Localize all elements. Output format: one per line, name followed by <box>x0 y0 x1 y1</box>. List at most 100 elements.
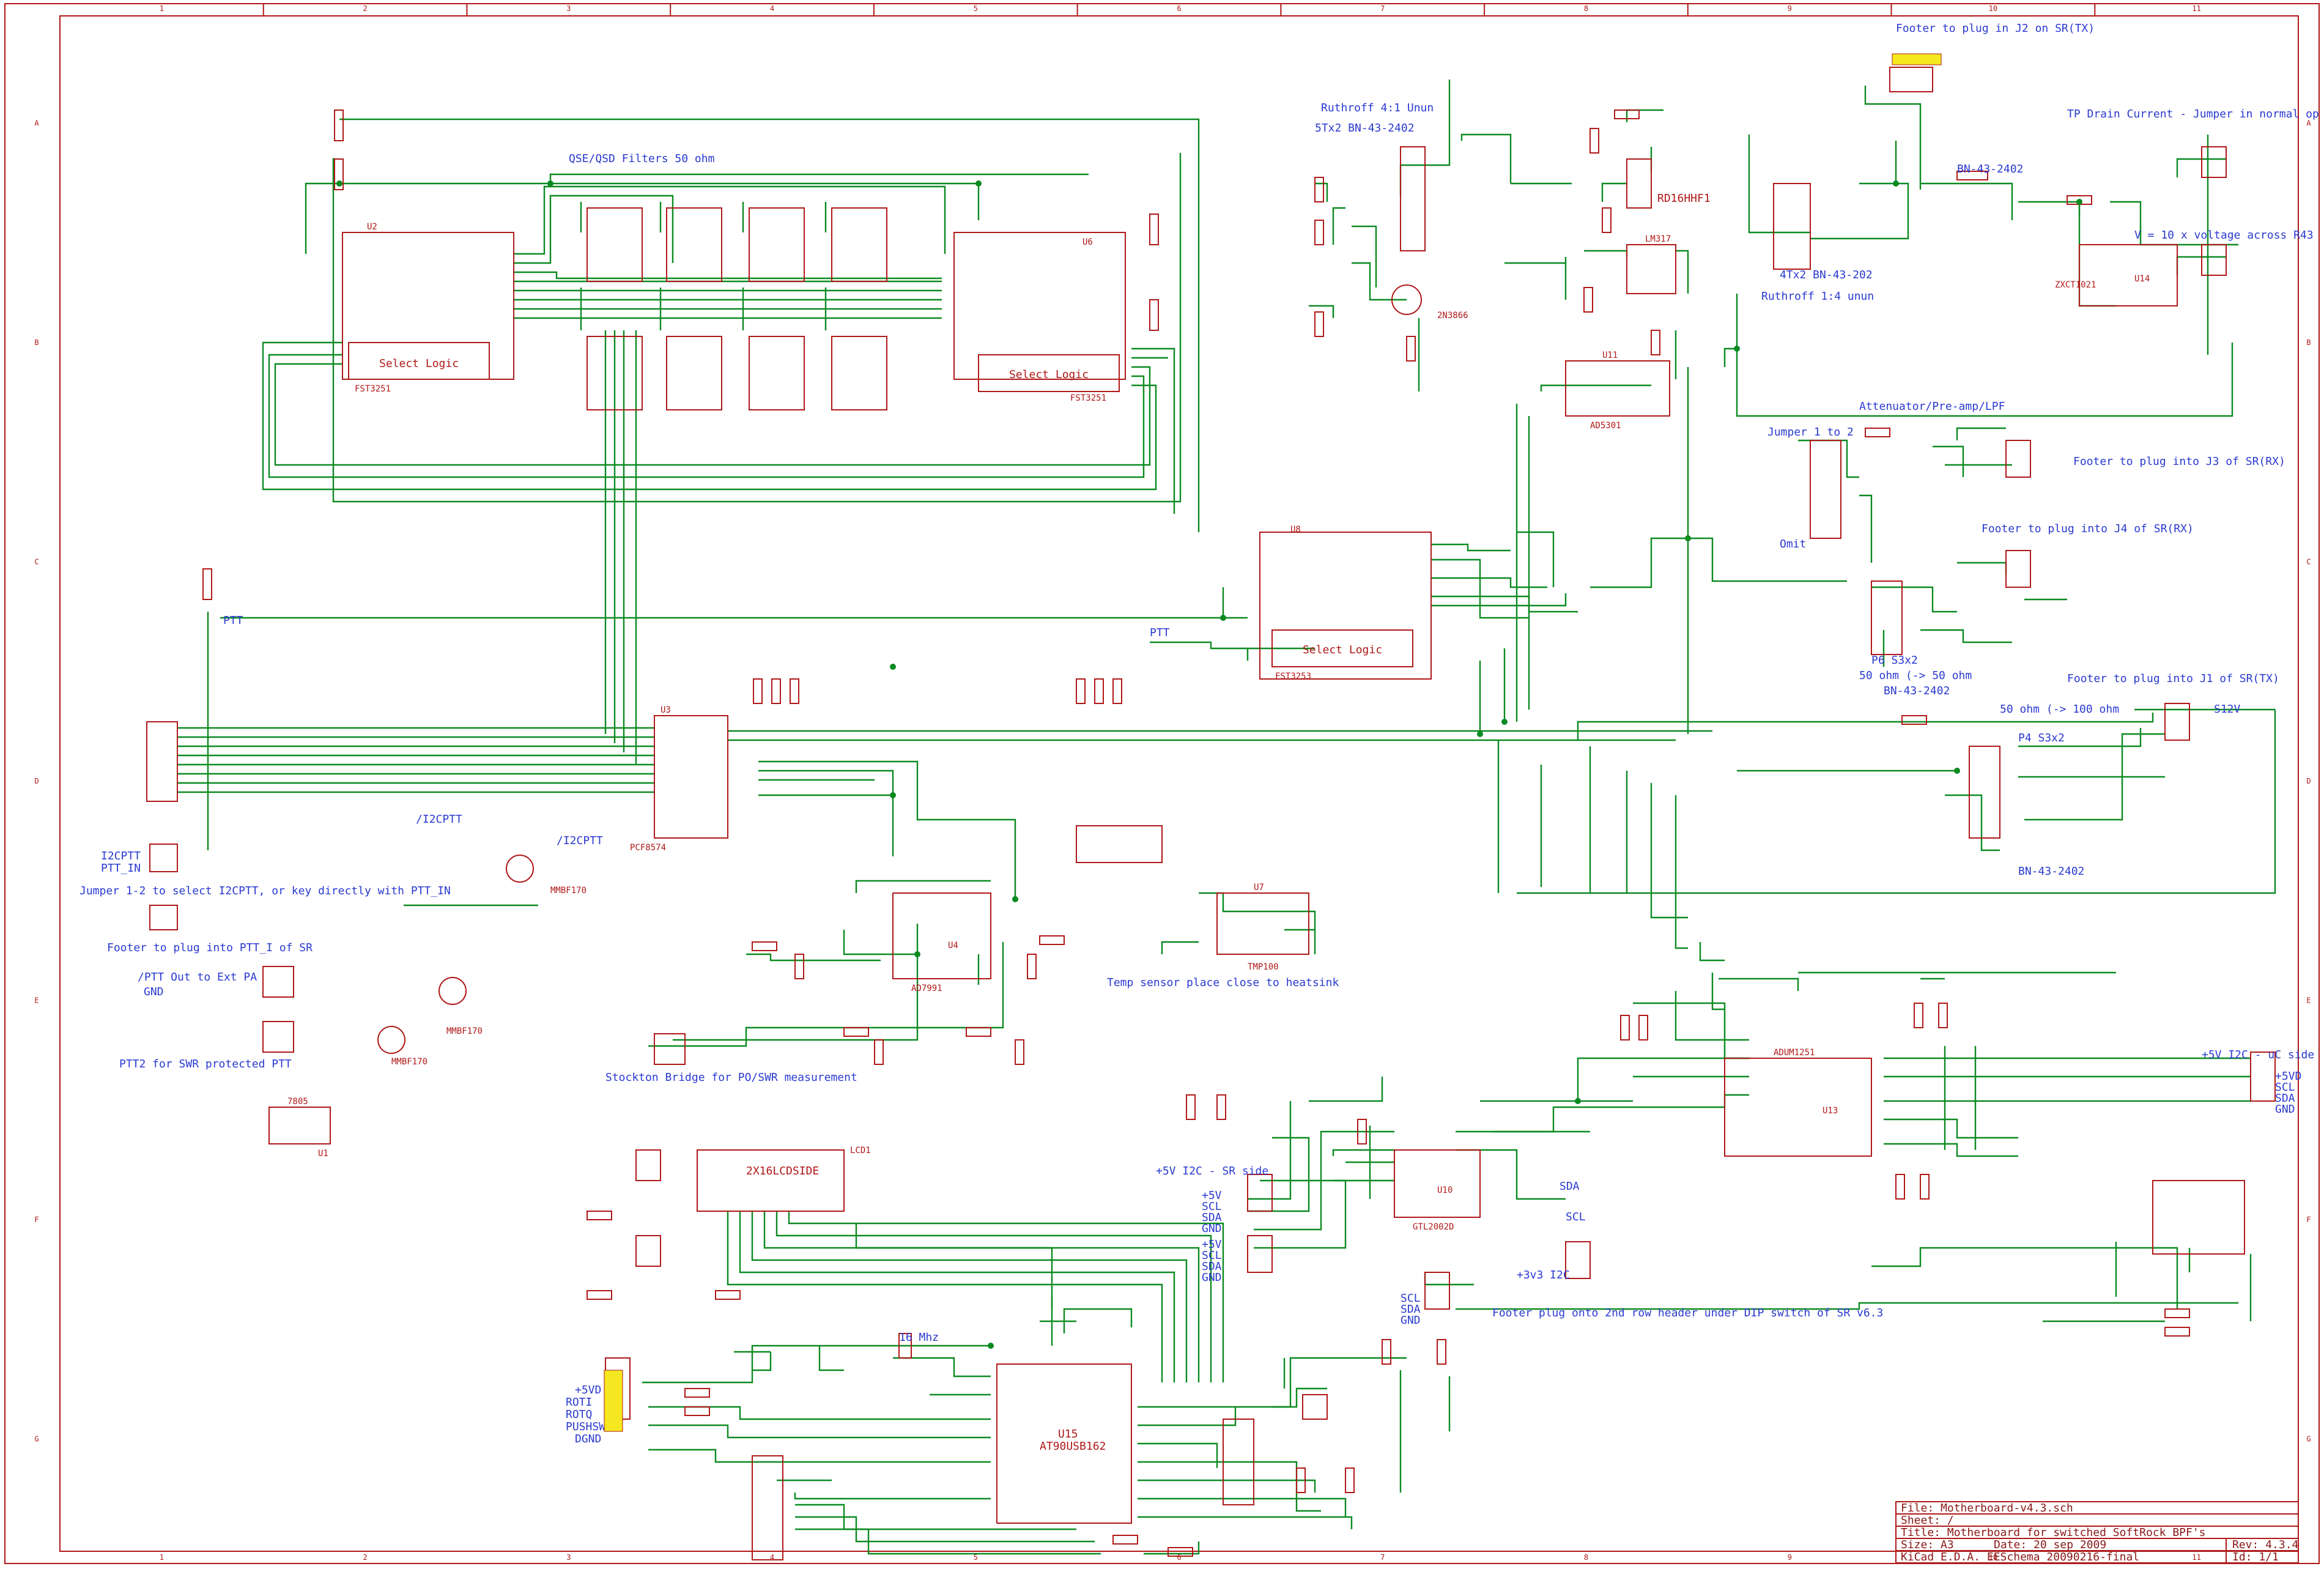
u3-name: PCF8574 <box>630 843 666 853</box>
wires <box>177 80 2276 1555</box>
parts <box>146 67 2276 1560</box>
grid-row-label: G <box>34 1435 39 1444</box>
grid-row-label: G <box>2306 1435 2311 1444</box>
u12-name: LM317 <box>1645 234 1671 244</box>
grid-col-label: 4 <box>770 4 774 13</box>
i2c-uc-pin-0: +5VD <box>2275 1070 2301 1083</box>
grid-row-label: C <box>2306 557 2311 566</box>
inner-frame <box>59 15 2299 1552</box>
note-jumper12: Jumper 1 to 2 <box>1767 426 1854 439</box>
grid-row-label: B <box>34 338 39 347</box>
grid-col-label: 10 <box>1989 4 1997 13</box>
u4-name: AD7991 <box>911 984 942 993</box>
grid-row-label: E <box>2306 996 2311 1005</box>
note-s12v: S12V <box>2214 703 2241 716</box>
i2c-sr2-pin-2: SDA <box>1202 1260 1222 1273</box>
tb-sheet: Sheet: / <box>1901 1514 1954 1527</box>
j2-highlight <box>1892 53 1942 65</box>
note-i2cptt: I2CPTT <box>101 850 141 862</box>
grid-col-label: 8 <box>1584 4 1588 13</box>
note-ptt-out: /PTT Out to Ext PA <box>138 971 257 984</box>
i2c-3v3-pin-0: SCL <box>1401 1292 1421 1305</box>
note-crystal: 16 Mhz <box>899 1331 939 1344</box>
tb-title: Title: Motherboard for switched SoftRock… <box>1901 1526 2206 1539</box>
note-ptt2: PTT <box>1150 626 1170 639</box>
note-ohm50: 50 ohm (-> 50 ohm <box>1859 669 1972 682</box>
u14-ref: U14 <box>2134 274 2150 284</box>
grid-col-label: 5 <box>974 4 978 13</box>
u11-ref: U11 <box>1602 351 1618 360</box>
i2c-sr2-pin-1: SCL <box>1202 1249 1222 1262</box>
q3-name: MMBF170 <box>391 1057 427 1067</box>
u10-name: GTL2002D <box>1413 1222 1454 1232</box>
grid-col-label: 2 <box>363 1553 367 1562</box>
note-footer-ptt: Footer to plug into PTT_I of SR <box>107 941 313 954</box>
grid-row-label: F <box>2306 1215 2311 1224</box>
note-p4: P4 S3x2 <box>2018 732 2065 744</box>
tb-file: File: Motherboard-v4.3.sch <box>1901 1502 2073 1515</box>
note-vref: V = 10 x voltage across R43 <box>2134 229 2314 242</box>
i2c-sr-pin-0: +5V <box>1202 1189 1222 1202</box>
grid-row-label: D <box>2306 777 2311 785</box>
u7-name: TMP100 <box>1248 962 1279 972</box>
grid-col-label: 9 <box>1788 4 1792 13</box>
u3-ref: U3 <box>661 705 671 715</box>
grid-row-label: C <box>34 557 39 566</box>
grid-col-label: 1 <box>160 1553 164 1562</box>
u6-ref: U6 <box>1082 237 1093 247</box>
note-i2c-3v3: +3v3 I2C <box>1517 1269 1570 1282</box>
i2c-sr2-pin-0: +5V <box>1202 1238 1222 1251</box>
i2c-uc-pin-2: SDA <box>2275 1092 2295 1105</box>
grid-col-label: 4 <box>770 1553 774 1562</box>
u11-name: AD5301 <box>1590 421 1621 431</box>
i2c-3v3-pin-2: GND <box>1401 1314 1421 1327</box>
grid-col-label: 2 <box>363 4 367 13</box>
u6-name: FST3251 <box>1070 393 1106 403</box>
note-scl: SCL <box>1566 1211 1586 1223</box>
note-bn43: BN-43-2402 <box>1957 163 2023 176</box>
grid-col-label: 6 <box>1177 4 1181 13</box>
grid-row-label: A <box>34 119 39 127</box>
i2c-sr-pin-1: SCL <box>1202 1200 1222 1213</box>
tb-size: Size: A3 <box>1901 1538 1954 1551</box>
u8-logic: Select Logic <box>1303 644 1382 656</box>
i2c-sr-pin-3: GND <box>1202 1222 1222 1235</box>
note-ptt-in: PTT_IN <box>101 862 141 875</box>
u13-ref: U13 <box>1823 1106 1838 1116</box>
lcd1-ref: LCD1 <box>850 1146 871 1155</box>
outer-frame <box>4 3 2320 1564</box>
grid-col-label: 3 <box>566 4 571 13</box>
note-gnd: GND <box>144 985 164 998</box>
enc-pin-4: DGND <box>575 1433 601 1445</box>
u2-logic: Select Logic <box>379 357 459 370</box>
enc-pin-0: +5VD <box>575 1384 601 1397</box>
grid-col-label: 8 <box>1584 1553 1588 1562</box>
u8-ref: U8 <box>1290 525 1301 535</box>
tb-id: Id: 1/1 <box>2232 1551 2279 1563</box>
grid-col-label: 5 <box>974 1553 978 1562</box>
title-block: File: Motherboard-v4.3.sch Sheet: / Titl… <box>1895 1501 2299 1563</box>
u8-name: FST3253 <box>1275 672 1311 681</box>
enc-pin-3: PUSHSW <box>566 1420 605 1433</box>
i2c-3v3-pin-1: SDA <box>1401 1303 1421 1316</box>
note-omit: Omit <box>1780 538 1806 551</box>
u13-name: ADUM1251 <box>1774 1048 1815 1058</box>
tb-date: Date: 20 sep 2009 <box>1994 1538 2106 1551</box>
note-i2c-uc: +5V I2C - uC side <box>2202 1048 2314 1061</box>
note-tp-drain: TP Drain Current - Jumper in normal op <box>2067 108 2319 121</box>
note-qsd: QSE/QSD Filters 50 ohm <box>569 152 714 165</box>
i2c-uc-pin-3: GND <box>2275 1103 2295 1116</box>
grid-row-label: F <box>34 1215 39 1224</box>
note-footer-dip: Footer plug onto 2nd row header under DI… <box>1492 1307 1883 1319</box>
note-ruthroff-14: Ruthroff 1:4 unun <box>1761 290 1874 303</box>
note-ruthroff-41: Ruthroff 4:1 Unun <box>1321 102 1434 114</box>
grid-col-label: 6 <box>1177 1553 1181 1562</box>
note-footer-j1: Footer to plug into J1 of SR(TX) <box>2067 672 2279 685</box>
u1-ref: U1 <box>318 1149 328 1159</box>
grid-col-label: 11 <box>2192 4 2200 13</box>
note-ohm100: 50 ohm (-> 100 ohm <box>2000 703 2119 716</box>
grid-row-label: D <box>34 777 39 785</box>
i2c-uc-pin-1: SCL <box>2275 1081 2295 1094</box>
